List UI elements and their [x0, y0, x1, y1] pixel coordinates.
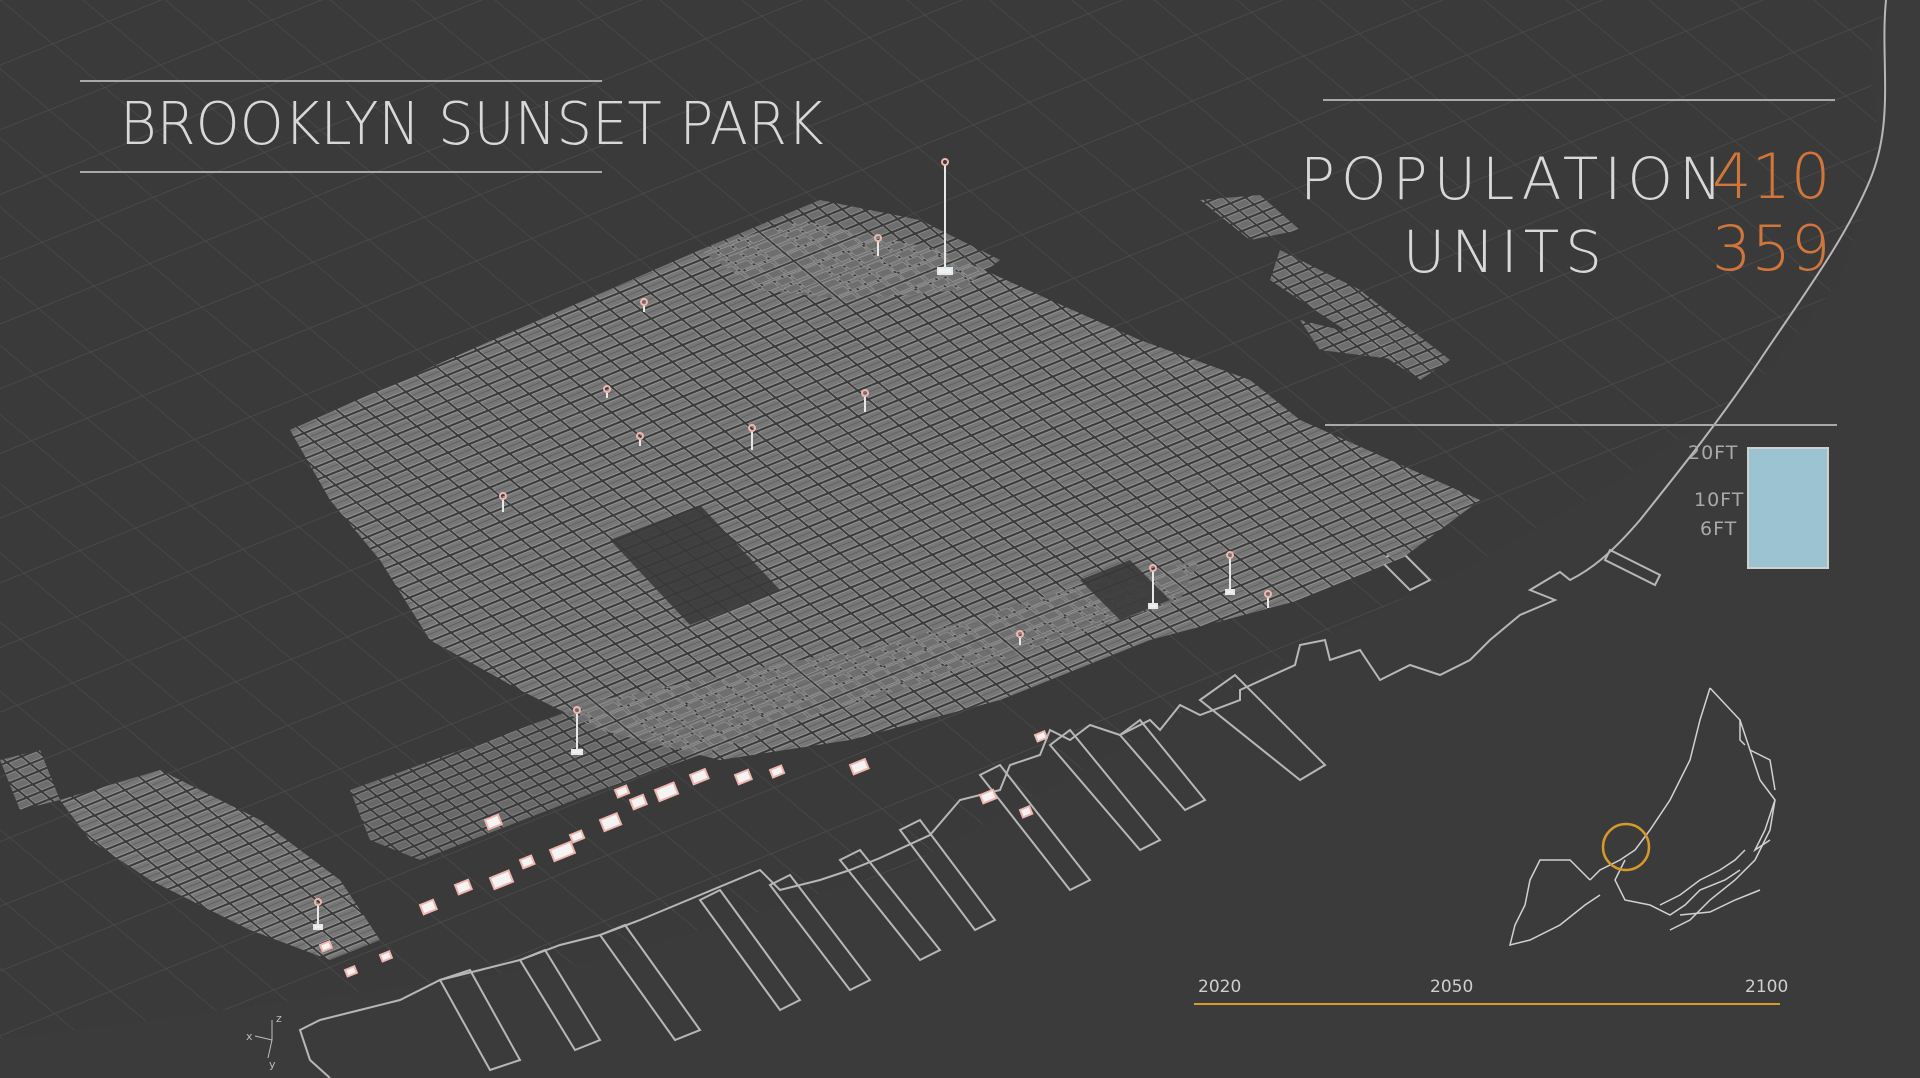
axis-y-label: y: [269, 1058, 276, 1071]
map-pin-icon[interactable]: [874, 234, 882, 256]
map-pin-icon[interactable]: [861, 389, 869, 412]
map-pin-icon[interactable]: [1148, 564, 1158, 609]
legend-tick-20ft: 20FT: [1688, 442, 1739, 464]
legend-tick-10ft: 10FT: [1694, 489, 1745, 511]
units-value: 359: [1712, 212, 1831, 285]
map-pin-icon[interactable]: [937, 158, 953, 275]
map-pin-icon[interactable]: [1225, 551, 1235, 595]
map-pin-icon[interactable]: [1016, 630, 1024, 645]
map-pin-icon[interactable]: [748, 424, 756, 450]
axis-gizmo-icon: [254, 1020, 273, 1059]
timeline-year-2050[interactable]: 2050: [1430, 977, 1474, 997]
timeline-year-2100[interactable]: 2100: [1745, 977, 1789, 997]
timeline-slider[interactable]: [1194, 1003, 1780, 1005]
map-pin-icon[interactable]: [571, 706, 583, 755]
map-pin-icon[interactable]: [636, 432, 644, 446]
map-pin-icon[interactable]: [1264, 590, 1272, 608]
title-rule-bottom: [80, 171, 602, 173]
locator-ring-icon: [1601, 822, 1651, 872]
flood-height-bar: [1747, 447, 1829, 569]
legend-tick-6ft: 6FT: [1700, 518, 1738, 540]
stats-rule-bottom: [1325, 424, 1837, 426]
population-label: POPULATION: [1300, 145, 1729, 213]
units-label: UNITS: [1402, 218, 1608, 286]
map-pin-icon[interactable]: [603, 385, 611, 398]
map-pin-icon[interactable]: [499, 492, 507, 512]
map-pins[interactable]: [313, 158, 1272, 930]
open-spaces: [610, 505, 1170, 625]
map-pin-icon[interactable]: [640, 298, 648, 312]
page-title: BROOKLYN SUNSET PARK: [120, 90, 824, 159]
building-blocks: [0, 195, 1480, 960]
population-value: 410: [1712, 140, 1831, 213]
timeline-year-2020[interactable]: 2020: [1198, 977, 1242, 997]
stats-rule-top: [1323, 99, 1835, 101]
locator-map: [1508, 687, 1776, 947]
affected-buildings: [318, 729, 1049, 978]
axis-x-label: x: [246, 1030, 253, 1043]
piers: [438, 548, 1662, 1072]
map-pin-icon[interactable]: [313, 898, 323, 930]
axis-z-label: z: [276, 1012, 282, 1025]
title-rule-top: [80, 80, 602, 82]
